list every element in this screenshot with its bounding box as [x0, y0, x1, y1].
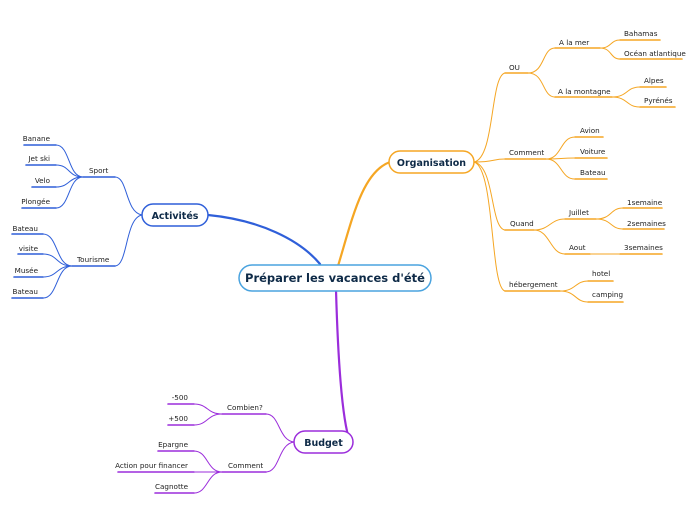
- branch-label-activites: Activités: [152, 211, 199, 222]
- topic-comment-budget[interactable]: Comment: [228, 461, 263, 470]
- topic-ou[interactable]: OU: [509, 63, 520, 72]
- topic-jet-ski[interactable]: Jet ski: [27, 154, 50, 163]
- topic-3semaines[interactable]: 3semaines: [624, 243, 663, 252]
- connector-root-organisation: [336, 160, 392, 268]
- topic-plus-500[interactable]: +500: [168, 414, 188, 423]
- topic-bahamas[interactable]: Bahamas: [624, 29, 658, 38]
- topic-2semaines[interactable]: 2semaines: [627, 219, 666, 228]
- topic-hebergement[interactable]: hébergement: [509, 280, 558, 289]
- topic-bateau-tourisme-2[interactable]: Bateau: [12, 287, 38, 296]
- topic-quand[interactable]: Quand: [510, 219, 534, 228]
- topic-cagnotte[interactable]: Cagnotte: [155, 482, 189, 491]
- connector-root-activites: [206, 213, 322, 266]
- topic-sport[interactable]: Sport: [89, 166, 108, 175]
- branch-node-organisation[interactable]: Organisation: [388, 150, 475, 174]
- topic-visite[interactable]: visite: [19, 244, 39, 253]
- root-node[interactable]: Préparer les vacances d'été: [238, 264, 432, 292]
- topic-epargne[interactable]: Epargne: [158, 440, 188, 449]
- topic-banane[interactable]: Banane: [23, 134, 51, 143]
- topic-juillet[interactable]: Juillet: [568, 208, 589, 217]
- topic-aout[interactable]: Aout: [569, 243, 586, 252]
- topic-comment-org[interactable]: Comment: [509, 148, 544, 157]
- branch-node-activites[interactable]: Activités: [141, 203, 209, 227]
- underlines: [11, 39, 683, 494]
- topic-ocean-atlantique[interactable]: Océan atlantique: [624, 49, 686, 58]
- root-label: Préparer les vacances d'été: [245, 271, 425, 285]
- topic-avion[interactable]: Avion: [580, 126, 600, 135]
- topic-pyrenes[interactable]: Pyrénés: [644, 96, 673, 105]
- topic-plongee[interactable]: Plongée: [21, 197, 50, 206]
- topic-hotel[interactable]: hotel: [592, 269, 610, 278]
- topic-moins-500[interactable]: -500: [172, 393, 189, 402]
- connectors: [42, 39, 641, 494]
- topic-camping[interactable]: camping: [592, 290, 623, 299]
- branch-node-budget[interactable]: Budget: [293, 430, 354, 454]
- topic-1semaine[interactable]: 1semaine: [627, 198, 663, 207]
- topic-a-la-mer[interactable]: A la mer: [559, 38, 589, 47]
- topic-velo[interactable]: Velo: [35, 176, 50, 185]
- topic-musee[interactable]: Musée: [15, 266, 39, 275]
- topic-alpes[interactable]: Alpes: [644, 76, 664, 85]
- topic-bateau-org[interactable]: Bateau: [580, 168, 606, 177]
- topic-a-la-montagne[interactable]: A la montagne: [558, 87, 611, 96]
- topic-voiture[interactable]: Voiture: [580, 147, 606, 156]
- topic-combien[interactable]: Combien?: [227, 403, 263, 412]
- topic-action-pour-financer[interactable]: Action pour financer: [115, 461, 188, 470]
- topic-bateau-tourisme-1[interactable]: Bateau: [12, 224, 38, 233]
- connector-root-budget: [334, 288, 352, 444]
- topic-tourisme[interactable]: Tourisme: [76, 255, 110, 264]
- branch-label-budget: Budget: [304, 438, 343, 449]
- branch-label-organisation: Organisation: [397, 158, 466, 169]
